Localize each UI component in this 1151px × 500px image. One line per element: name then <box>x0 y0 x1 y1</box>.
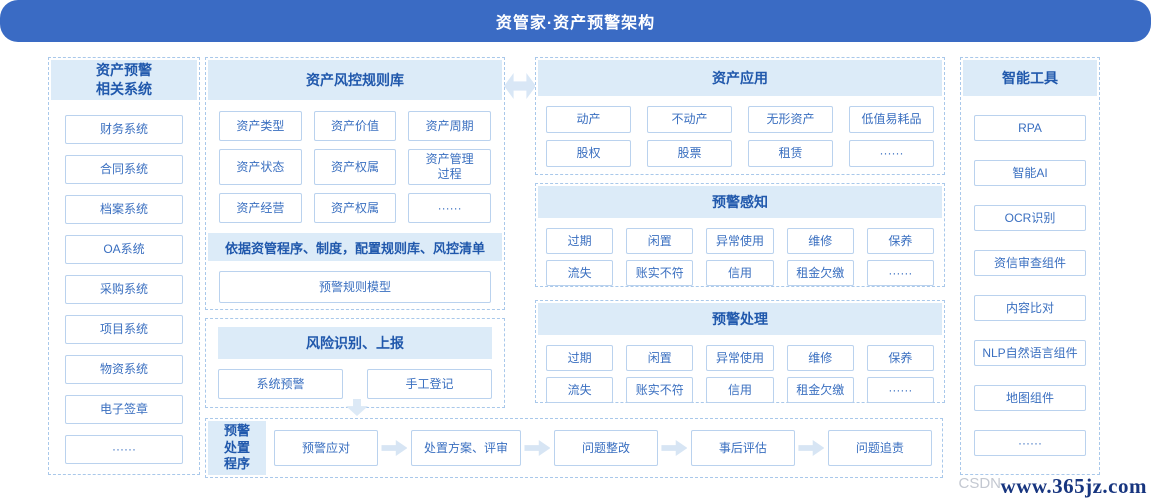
rule-box-ellipsis: ······ <box>408 193 491 223</box>
flow-step-box: 预警应对 <box>274 430 378 466</box>
rule-box: 资产权属 <box>313 149 397 185</box>
asset-application-grid: 动产 不动产 无形资产 低值易耗品 股权 股票 租赁 ······ <box>536 98 944 167</box>
tool-box: OCR识别 <box>974 205 1086 231</box>
rules-library-title: 资产风控规则库 <box>208 60 502 100</box>
warning-sense-grid: 过期 闲置 异常使用 维修 保养 流失 账实不符 信用 租金欠缴 ······ <box>536 220 944 286</box>
system-box: 合同系统 <box>65 155 183 184</box>
handle-box: 保养 <box>866 345 934 371</box>
rule-box: 资产经营 <box>219 193 302 223</box>
sense-box: 账实不符 <box>626 260 694 286</box>
rule-box: 资产类型 <box>219 111 302 141</box>
rules-config-banner: 依据资管程序、制度，配置规则库、风控清单 <box>208 233 502 261</box>
sense-box: 维修 <box>786 228 854 254</box>
warning-flow-label: 预警 处置 程序 <box>208 421 266 475</box>
asset-box: 股权 <box>546 140 631 167</box>
panel-warning-handle: 预警处理 过期 闲置 异常使用 维修 保养 流失 账实不符 信用 租金欠缴 ··… <box>535 300 945 403</box>
tool-box: 地图组件 <box>974 385 1086 411</box>
flow-arrow-icon <box>381 440 408 456</box>
sense-box: 过期 <box>546 228 614 254</box>
tool-box-ellipsis: ······ <box>974 430 1086 456</box>
flow-arrow-icon <box>798 440 825 456</box>
smart-tools-title: 智能工具 <box>963 60 1097 96</box>
asset-box: 租赁 <box>748 140 833 167</box>
rule-box: 资产状态 <box>219 149 302 185</box>
warning-handle-title: 预警处理 <box>538 303 942 335</box>
asset-box: 股票 <box>647 140 732 167</box>
system-box: 物资系统 <box>65 355 183 384</box>
panel-asset-application: 资产应用 动产 不动产 无形资产 低值易耗品 股权 股票 租赁 ······ <box>535 57 945 175</box>
sense-box: 闲置 <box>626 228 694 254</box>
warning-rule-model-box: 预警规则模型 <box>219 271 491 303</box>
system-box: 采购系统 <box>65 275 183 304</box>
handle-box: 租金欠缴 <box>786 377 854 403</box>
warning-handle-grid: 过期 闲置 异常使用 维修 保养 流失 账实不符 信用 租金欠缴 ······ <box>536 337 944 403</box>
system-box: 项目系统 <box>65 315 183 344</box>
system-box-ellipsis: ······ <box>65 435 183 464</box>
handle-box-ellipsis: ······ <box>866 377 934 403</box>
csdn-watermark: CSDN <box>958 475 1001 492</box>
sense-box: 异常使用 <box>706 228 774 254</box>
asset-box: 不动产 <box>647 106 732 133</box>
risk-identify-row: 系统预警 手工登记 <box>206 359 504 399</box>
risk-identify-title: 风险识别、上报 <box>218 327 492 359</box>
handle-box: 异常使用 <box>706 345 774 371</box>
panel-related-systems: 资产预警 相关系统 财务系统 合同系统 档案系统 OA系统 采购系统 项目系统 … <box>48 57 200 475</box>
panel-smart-tools: 智能工具 RPA 智能AI OCR识别 资信审查组件 内容比对 NLP自然语言组… <box>960 57 1100 475</box>
system-box: 档案系统 <box>65 195 183 224</box>
system-box: 财务系统 <box>65 115 183 144</box>
tool-box: 智能AI <box>974 160 1086 186</box>
sense-box-ellipsis: ······ <box>866 260 934 286</box>
rules-grid: 资产类型 资产价值 资产周期 资产状态 资产权属 资产管理 过程 资产经营 资产… <box>206 102 504 223</box>
tool-box: NLP自然语言组件 <box>974 340 1086 366</box>
flow-step-box: 处置方案、评审 <box>410 430 521 466</box>
rule-box: 资产价值 <box>313 111 397 141</box>
double-arrow-icon <box>504 73 536 99</box>
handle-box: 流失 <box>546 377 614 403</box>
rule-box: 资产周期 <box>408 111 491 141</box>
sense-box: 租金欠缴 <box>786 260 854 286</box>
rule-box: 资产管理 过程 <box>408 149 491 185</box>
related-systems-title: 资产预警 相关系统 <box>51 60 197 100</box>
panel-warning-sense: 预警感知 过期 闲置 异常使用 维修 保养 流失 账实不符 信用 租金欠缴 ··… <box>535 183 945 287</box>
risk-box: 系统预警 <box>218 369 343 399</box>
diagram-title-bar: 资管家·资产预警架构 <box>0 0 1151 42</box>
tool-box: RPA <box>974 115 1086 141</box>
rule-box: 资产权属 <box>313 193 397 223</box>
handle-box: 信用 <box>706 377 774 403</box>
sense-box: 信用 <box>706 260 774 286</box>
risk-box: 手工登记 <box>367 369 492 399</box>
system-box: 电子签章 <box>65 395 183 424</box>
panel-warning-flow: 预警 处置 程序 预警应对 处置方案、评审 问题整改 事后评估 问题追责 <box>205 418 943 478</box>
smart-tools-list: RPA 智能AI OCR识别 资信审查组件 内容比对 NLP自然语言组件 地图组… <box>961 98 1099 456</box>
asset-box: 低值易耗品 <box>849 106 934 133</box>
sense-box: 保养 <box>866 228 934 254</box>
asset-application-title: 资产应用 <box>538 60 942 96</box>
tool-box: 内容比对 <box>974 295 1086 321</box>
asset-box-ellipsis: ······ <box>849 140 934 167</box>
tool-box: 资信审查组件 <box>974 250 1086 276</box>
flow-arrow-icon <box>661 440 688 456</box>
warning-flow-steps: 预警应对 处置方案、评审 问题整改 事后评估 问题追责 <box>272 419 934 477</box>
panel-rules-library: 资产风控规则库 资产类型 资产价值 资产周期 资产状态 资产权属 资产管理 过程… <box>205 57 505 310</box>
flow-step-box: 问题追责 <box>827 430 932 466</box>
handle-box: 账实不符 <box>626 377 694 403</box>
panel-risk-identify: 风险识别、上报 系统预警 手工登记 <box>205 318 505 408</box>
handle-box: 闲置 <box>626 345 694 371</box>
flow-step-box: 问题整改 <box>553 430 658 466</box>
handle-box: 维修 <box>786 345 854 371</box>
related-systems-list: 财务系统 合同系统 档案系统 OA系统 采购系统 项目系统 物资系统 电子签章 … <box>49 102 199 464</box>
handle-box: 过期 <box>546 345 614 371</box>
asset-box: 无形资产 <box>748 106 833 133</box>
flow-step-box: 事后评估 <box>690 430 795 466</box>
site-watermark: www.365jz.com <box>1000 474 1147 498</box>
page-title: 资管家·资产预警架构 <box>495 15 656 32</box>
warning-sense-title: 预警感知 <box>538 186 942 218</box>
flow-arrow-icon <box>524 440 551 456</box>
asset-box: 动产 <box>546 106 631 133</box>
system-box: OA系统 <box>65 235 183 264</box>
sense-box: 流失 <box>546 260 614 286</box>
